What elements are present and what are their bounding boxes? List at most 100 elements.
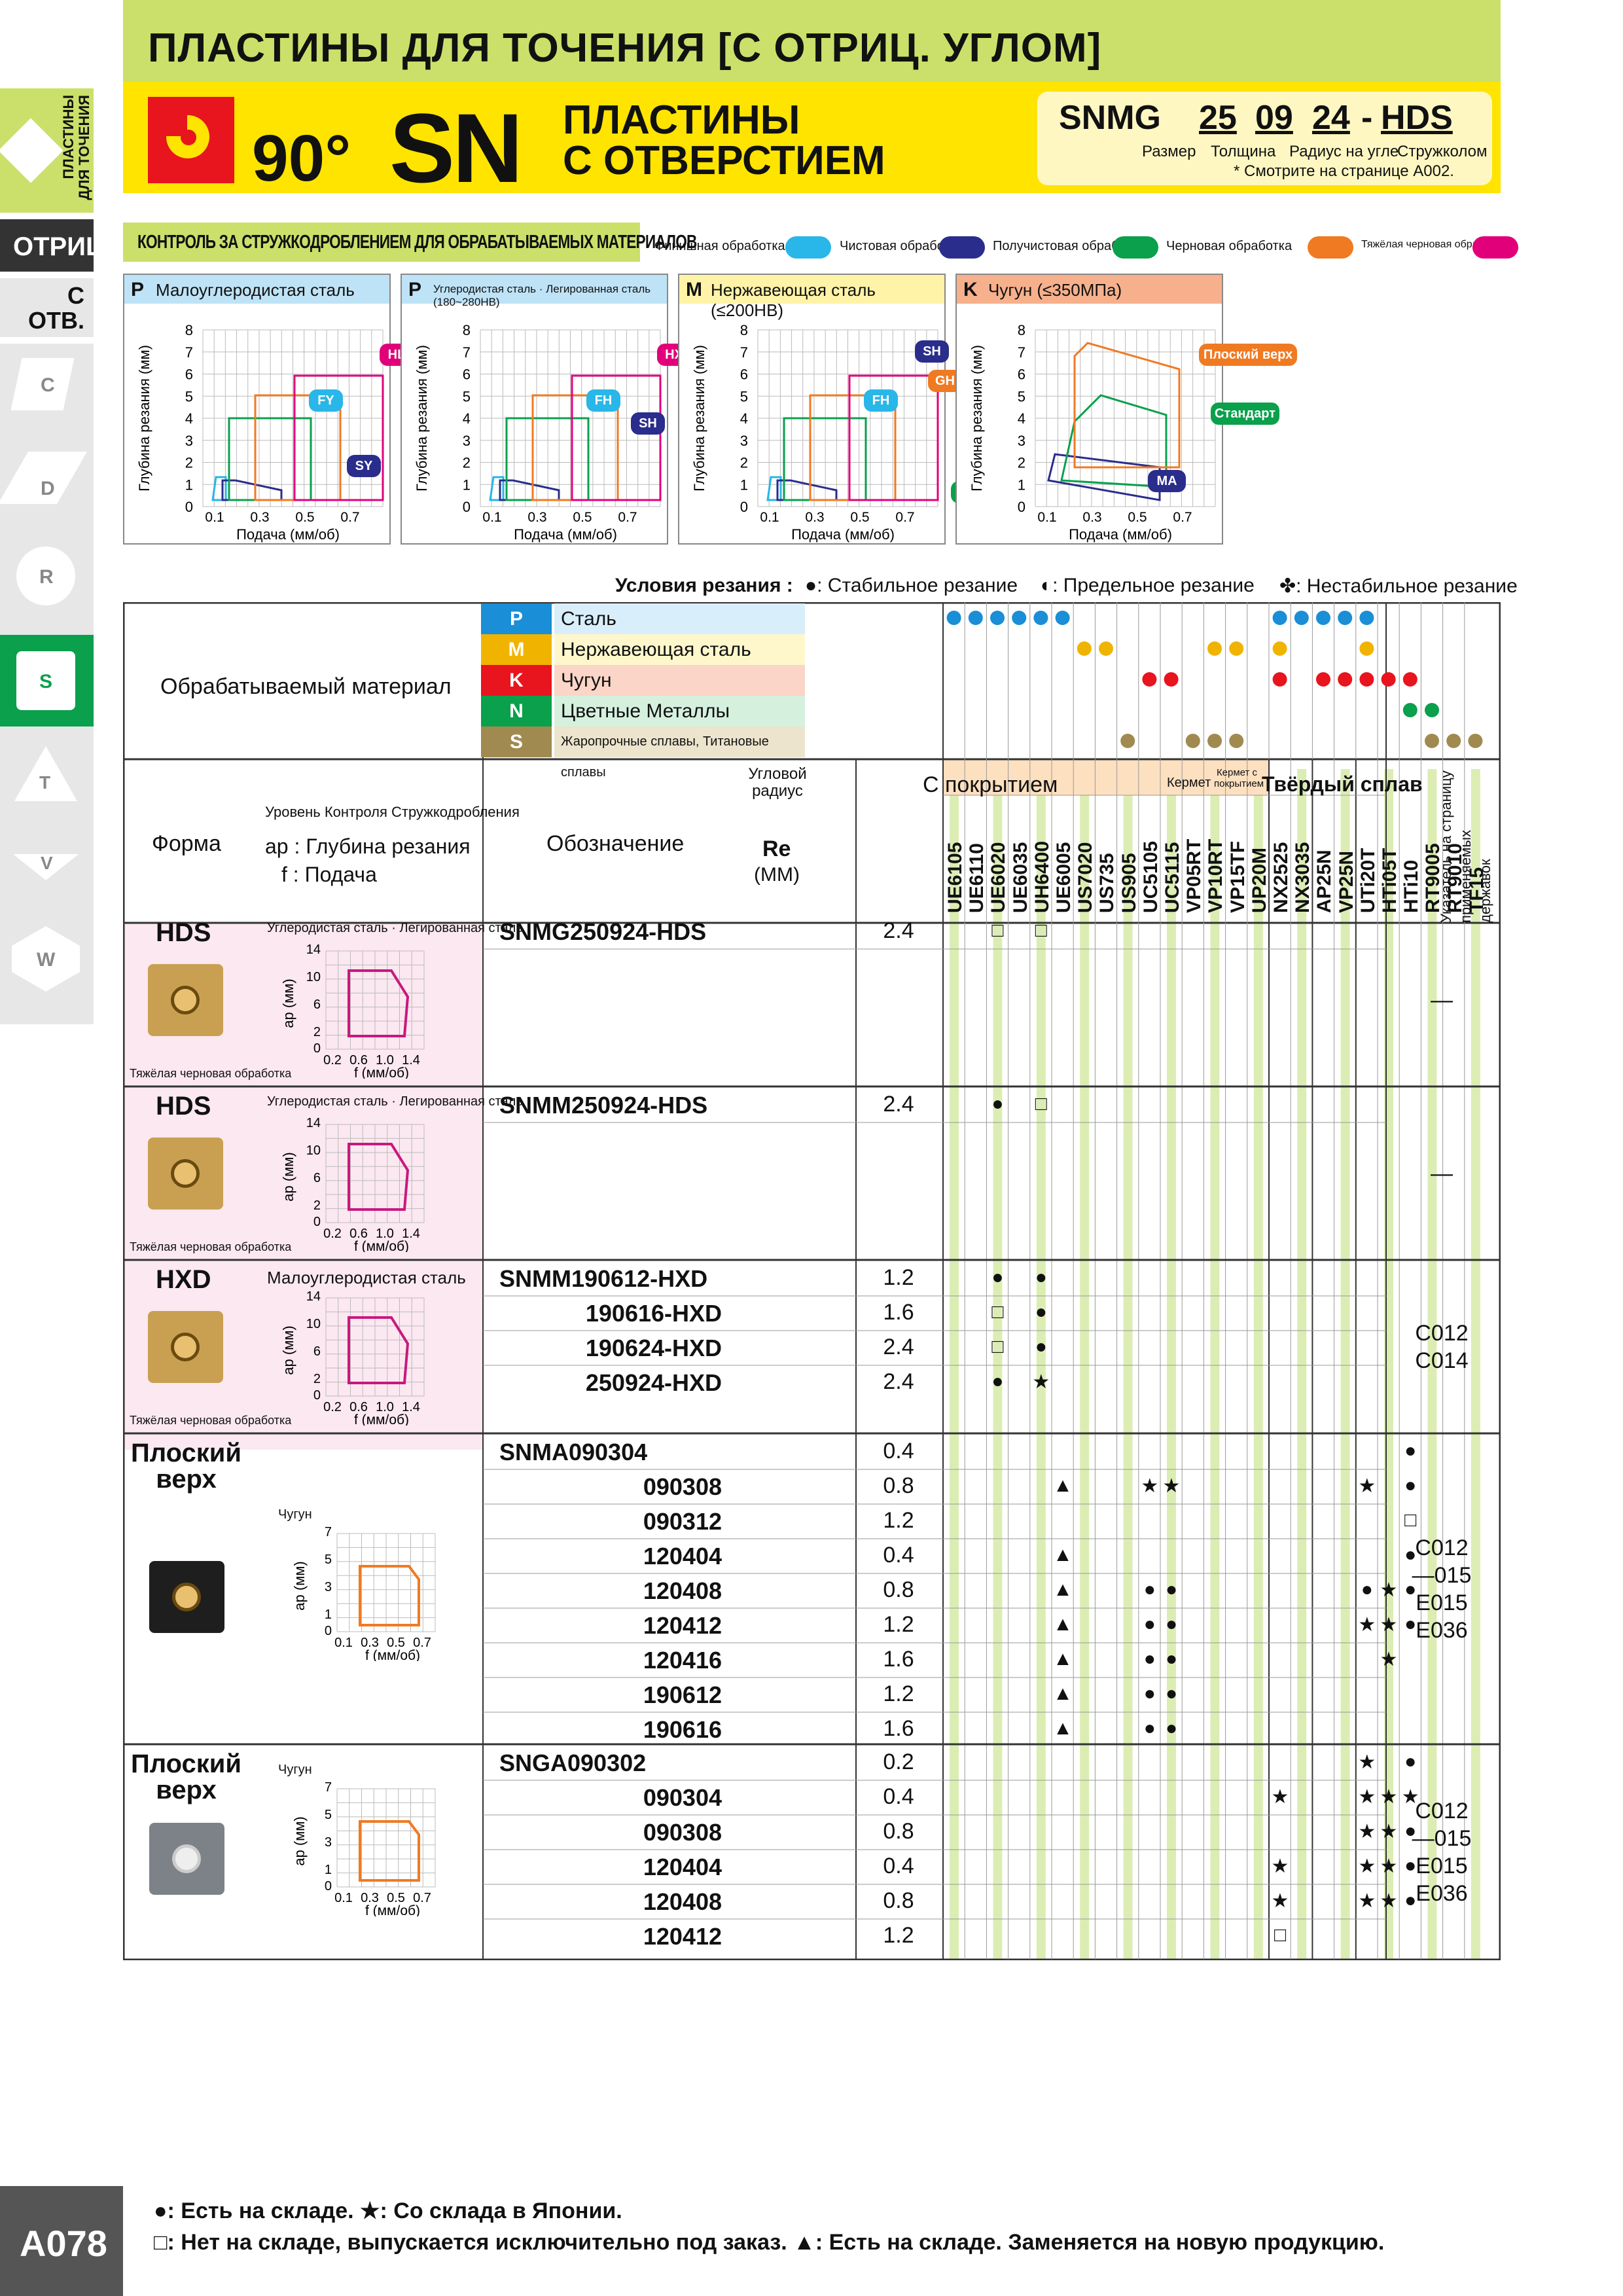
svg-text:1: 1 bbox=[325, 1863, 332, 1877]
holder-page-reference: — bbox=[1431, 987, 1453, 1013]
code-prefix: SNMG bbox=[1059, 99, 1161, 137]
grade-label: RT9010 bbox=[1444, 843, 1466, 913]
insert-designation: 120412 bbox=[643, 1612, 722, 1639]
condition-unstable: ✤: Нестабильное резание bbox=[1279, 575, 1518, 597]
page-number-badge: A078 bbox=[0, 2186, 123, 2296]
insert-designation: 190612 bbox=[643, 1681, 722, 1708]
svg-text:0: 0 bbox=[313, 1388, 321, 1403]
grade-label: UE6020 bbox=[988, 842, 1010, 913]
svg-text:0.6: 0.6 bbox=[349, 1053, 368, 1067]
chart-x-axis-label: Подача (мм/об) bbox=[514, 526, 617, 543]
shape-d-label: D bbox=[41, 478, 55, 499]
availability-mark: ● bbox=[991, 1093, 1004, 1115]
chip-label: FH bbox=[864, 389, 898, 412]
suitability-mark bbox=[946, 611, 961, 625]
carbide-header: Твёрдый сплав bbox=[1262, 772, 1423, 796]
chart-x-axis-label: Подача (мм/об) bbox=[1069, 526, 1172, 543]
suitability-mark bbox=[1120, 734, 1135, 748]
grade-label: UE6035 bbox=[1009, 842, 1031, 913]
availability-mark: ▲ bbox=[1053, 1475, 1073, 1496]
corner-radius-value: 2.4 bbox=[883, 1092, 914, 1117]
svg-text:0.2: 0.2 bbox=[323, 1053, 342, 1067]
mini-chart-title: Углеродистая сталь · Легированная сталь bbox=[267, 921, 523, 935]
section-caption: Тяжёлая черновая обработка bbox=[130, 1414, 292, 1427]
availability-mark: ★ bbox=[1358, 1786, 1376, 1808]
chart-y-tick: 3 bbox=[185, 433, 193, 449]
svg-text:7: 7 bbox=[325, 1782, 332, 1795]
sidebar-shape-w[interactable]: W bbox=[0, 920, 94, 1011]
suitability-mark bbox=[1294, 611, 1309, 625]
material-letter: S bbox=[481, 726, 552, 757]
sidebar-tab-negative[interactable]: ОТРИЦ. bbox=[0, 219, 112, 272]
availability-mark: □ bbox=[1035, 1093, 1047, 1115]
svg-text:0.1: 0.1 bbox=[334, 1636, 353, 1650]
sidebar-shape-d[interactable]: D bbox=[0, 439, 94, 530]
sidebar-tab-with-hole[interactable]: С ОТВ. bbox=[0, 278, 94, 337]
svg-text:0.2: 0.2 bbox=[323, 1400, 342, 1414]
grade-label: UC5115 bbox=[1162, 842, 1183, 913]
rhombus-icon bbox=[0, 118, 63, 183]
suitability-mark bbox=[1359, 611, 1374, 625]
grade-label: VP05RT bbox=[1183, 838, 1205, 913]
insert-designation: 090304 bbox=[643, 1784, 722, 1811]
chart-y-tick: 6 bbox=[740, 367, 748, 383]
insert-designation: 120408 bbox=[643, 1577, 722, 1604]
footer-line-1: ●: Есть на складе. ★: Со склада в Японии… bbox=[154, 2198, 622, 2223]
chart-y-tick: 2 bbox=[1018, 455, 1026, 471]
shape-r-icon bbox=[16, 547, 75, 605]
svg-text:0.2: 0.2 bbox=[323, 1227, 342, 1241]
chart-y-tick: 0 bbox=[740, 499, 748, 515]
chart-material-letter: P bbox=[408, 279, 422, 300]
corner-radius-value: 1.2 bbox=[883, 1508, 914, 1533]
page-title-bar: ПЛАСТИНЫ ДЛЯ ТОЧЕНИЯ [С ОТРИЦ. УГЛОМ] bbox=[123, 0, 1501, 82]
material-letter: K bbox=[481, 665, 552, 696]
code-dash: - bbox=[1361, 99, 1373, 137]
chart-y-tick: 7 bbox=[463, 344, 471, 361]
shape-r-label: R bbox=[39, 566, 54, 588]
legend-label-light: Чистовая обработка bbox=[840, 239, 963, 253]
svg-text:5: 5 bbox=[325, 1808, 332, 1822]
corner-radius-value: 0.4 bbox=[883, 1784, 914, 1809]
chart-y-tick: 0 bbox=[185, 499, 193, 515]
sidebar-negative-label: ОТРИЦ. bbox=[13, 232, 113, 261]
insert-designation: 120404 bbox=[643, 1543, 722, 1570]
insert-designation: 120408 bbox=[643, 1888, 722, 1915]
sidebar-shape-v[interactable]: V bbox=[0, 828, 94, 913]
chip-label: SH bbox=[915, 340, 949, 363]
chart-y-tick: 4 bbox=[740, 410, 748, 427]
availability-mark: ● bbox=[1361, 1579, 1373, 1600]
corner-radius-value: 1.6 bbox=[883, 1300, 914, 1325]
condition-stable: ●: Стабильное резание bbox=[805, 575, 1018, 596]
chipbreaker-region bbox=[766, 476, 782, 501]
chart-x-tick: 0.3 bbox=[805, 510, 824, 525]
grade-label: NX2525 bbox=[1270, 842, 1292, 913]
corner-radius-value: 2.4 bbox=[883, 1335, 914, 1359]
holder-page-reference: C012 —015 E015 E036 bbox=[1412, 1535, 1472, 1643]
sidebar-shape-s-active[interactable]: S bbox=[0, 635, 94, 726]
chart-y-tick: 4 bbox=[185, 410, 193, 427]
chart-y-tick: 3 bbox=[740, 433, 748, 449]
insert-designation: 120412 bbox=[643, 1923, 722, 1950]
availability-mark: ● bbox=[1165, 1683, 1178, 1704]
section-name: Плоский верх bbox=[131, 1749, 241, 1804]
chip-label: FH bbox=[586, 389, 620, 412]
corner-radius-value: 0.4 bbox=[883, 1854, 914, 1878]
holder-page-reference: C012 C014 bbox=[1415, 1320, 1469, 1373]
svg-text:0: 0 bbox=[325, 1624, 332, 1638]
code-chipbreaker: HDS bbox=[1381, 99, 1453, 137]
sidebar-shape-c[interactable]: C bbox=[0, 345, 94, 437]
sidebar-category-tab[interactable]: ПЛАСТИНЫ ДЛЯ ТОЧЕНИЯ bbox=[0, 88, 94, 213]
control-header: Уровень Контроля Стружкодробления bbox=[265, 804, 520, 820]
suitability-mark bbox=[1272, 641, 1287, 656]
insert-designation: 090308 bbox=[643, 1819, 722, 1846]
sidebar-shape-r[interactable]: R bbox=[0, 533, 94, 625]
suitability-mark bbox=[1012, 611, 1027, 625]
chart-x-tick: 0.3 bbox=[250, 510, 269, 525]
insert-image bbox=[148, 964, 223, 1036]
suitability-mark bbox=[1055, 611, 1070, 625]
material-name: Нержавеющая сталь bbox=[554, 634, 805, 665]
code-label-chipbreaker: Стружколом bbox=[1397, 143, 1488, 160]
sidebar-shape-t[interactable]: T bbox=[0, 733, 94, 818]
